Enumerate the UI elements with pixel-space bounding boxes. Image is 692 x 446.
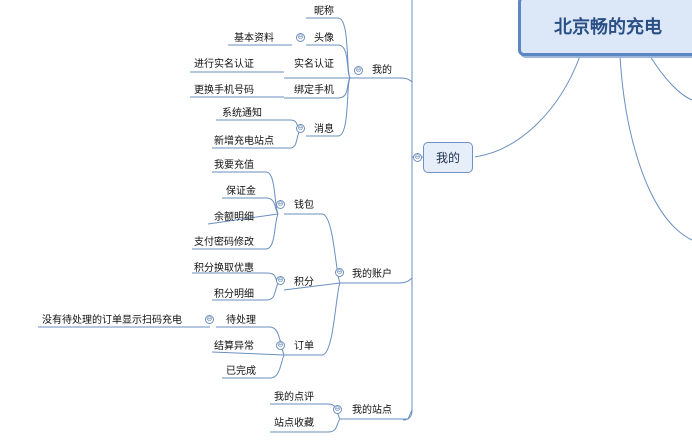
node-daichuli[interactable]: 待处理: [226, 315, 256, 326]
collapse-icon[interactable]: ⊖: [205, 315, 214, 324]
node-meiyoudaichuli[interactable]: 没有待处理的订单显示扫码充电: [42, 315, 182, 326]
node-nicheng[interactable]: 昵称: [314, 6, 334, 17]
collapse-icon[interactable]: ⊖: [296, 33, 305, 42]
node-wodezhanghu[interactable]: 我的账户: [352, 269, 392, 280]
root-title: 北京畅的充电: [554, 17, 662, 38]
root-node[interactable]: 北京畅的充电: [518, 0, 692, 56]
node-shimingrenzheng[interactable]: 实名认证: [294, 59, 334, 70]
node-genghuanshouji[interactable]: 更换手机号码: [194, 85, 254, 96]
collapse-icon[interactable]: ⊖: [296, 124, 305, 133]
node-bangdingshouji[interactable]: 绑定手机: [294, 85, 334, 96]
node-qianbao[interactable]: 钱包: [294, 200, 314, 211]
collapse-icon[interactable]: ⊖: [413, 153, 422, 162]
collapse-icon[interactable]: ⊖: [276, 341, 285, 350]
collapse-icon[interactable]: ⊖: [354, 66, 363, 75]
node-touxiang[interactable]: 头像: [314, 33, 334, 44]
branch-node-wode[interactable]: 我的: [423, 142, 473, 173]
collapse-icon[interactable]: ⊖: [333, 405, 342, 414]
node-jiesuanyichang[interactable]: 结算异常: [214, 341, 254, 352]
node-jifenmingxi[interactable]: 积分明细: [214, 289, 254, 300]
node-wodezhandian[interactable]: 我的站点: [352, 405, 392, 416]
branch-label: 我的: [435, 151, 460, 165]
collapse-icon[interactable]: ⊖: [335, 268, 344, 277]
collapse-icon[interactable]: ⊖: [276, 276, 285, 285]
node-xiaoxi[interactable]: 消息: [314, 124, 334, 135]
node-xinzengzhandian[interactable]: 新增充电站点: [214, 136, 274, 147]
node-zhandianshoucang[interactable]: 站点收藏: [274, 418, 314, 429]
node-yuemingxi[interactable]: 余额明细: [214, 212, 254, 223]
node-xitongtongzhi[interactable]: 系统通知: [222, 108, 262, 119]
collapse-icon[interactable]: ⊖: [276, 200, 285, 209]
node-jibenziliao[interactable]: 基本资料: [234, 33, 274, 44]
node-wode[interactable]: 我的: [372, 65, 392, 76]
node-zhifumima[interactable]: 支付密码修改: [194, 237, 254, 248]
node-baozhengjin[interactable]: 保证金: [226, 186, 256, 197]
node-jifen[interactable]: 积分: [294, 277, 314, 288]
node-dingdan[interactable]: 订单: [294, 341, 314, 352]
node-wodedianping[interactable]: 我的点评: [274, 392, 314, 403]
node-woyaochongzhi[interactable]: 我要充值: [214, 160, 254, 171]
node-yiwancheng[interactable]: 已完成: [226, 366, 256, 377]
node-jinxingshiming[interactable]: 进行实名认证: [194, 59, 254, 70]
node-jifenhuanqu[interactable]: 积分换取优惠: [194, 263, 254, 274]
